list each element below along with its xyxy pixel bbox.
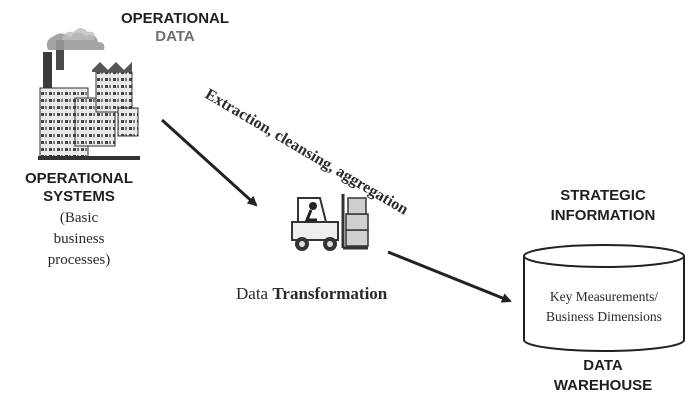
data-transformation-label: Data Transformation	[236, 284, 387, 304]
forklift-icon	[291, 194, 369, 251]
operational-data-line1: OPERATIONAL	[120, 10, 230, 27]
data-warehouse-label: DATA WAREHOUSE	[520, 356, 686, 396]
operational-systems-sub2: business	[53, 231, 105, 247]
factory-icon	[38, 28, 140, 160]
strategic-line1: STRATEGIC	[560, 187, 646, 204]
arrow-to-warehouse	[387, 250, 512, 303]
data-warehouse-cylinder	[523, 244, 685, 352]
operational-systems-description: (Basic business processes)	[14, 208, 144, 271]
warehouse-contents: Key Measurements/ Business Dimensions	[524, 287, 684, 327]
operational-systems-sub1: (Basic	[59, 210, 99, 226]
operational-systems-line2: SYSTEMS	[43, 188, 115, 205]
data-warehouse-line2: WAREHOUSE	[553, 377, 653, 394]
transformation-prefix: Data	[236, 284, 273, 303]
arrow-to-transformation	[160, 118, 258, 207]
strategic-line2: INFORMATION	[550, 207, 656, 224]
operational-data-label: OPERATIONAL DATA	[100, 10, 250, 46]
operational-data-line2: DATA	[155, 28, 195, 45]
strategic-information-label: STRATEGIC INFORMATION	[520, 186, 686, 226]
operational-systems-sub3: processes)	[47, 252, 111, 268]
transformation-bold: Transformation	[272, 284, 388, 303]
warehouse-contents-line1: Key Measurements/	[549, 289, 659, 304]
warehouse-contents-line2: Business Dimensions	[546, 309, 662, 324]
data-warehouse-line1: DATA	[583, 357, 623, 374]
operational-systems-line1: OPERATIONAL	[24, 170, 134, 187]
operational-systems-label: OPERATIONAL SYSTEMS	[4, 170, 154, 206]
